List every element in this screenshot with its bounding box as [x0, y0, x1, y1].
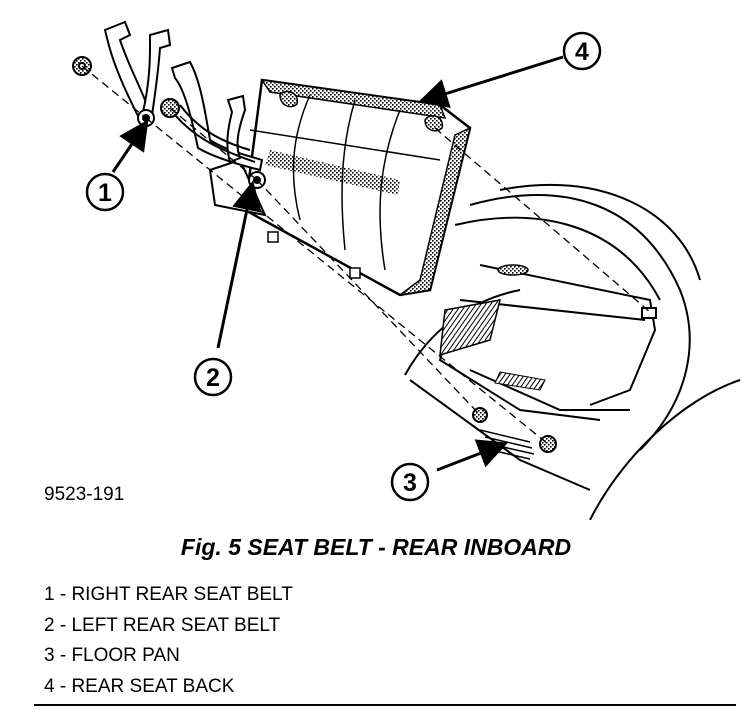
figure-caption: Fig. 5 SEAT BELT - REAR INBOARD — [180, 534, 572, 560]
svg-text:4: 4 — [575, 38, 589, 66]
callout-leaders — [111, 55, 564, 472]
floor-pan-marks — [479, 429, 535, 460]
bottom-rule — [34, 704, 736, 706]
legend-list: 1 - RIGHT REAR SEAT BELT 2 - LEFT REAR S… — [44, 580, 293, 702]
svg-text:1: 1 — [98, 179, 112, 207]
svg-text:2: 2 — [206, 364, 220, 392]
legend-item: 2 - LEFT REAR SEAT BELT — [44, 614, 281, 636]
vehicle-body — [404, 183, 741, 520]
callout-3: 3 — [390, 462, 430, 502]
callout-4: 4 — [562, 31, 602, 71]
rear-seat-back — [208, 78, 472, 297]
seat-belt-illustration: 1 2 3 4 — [72, 20, 741, 520]
svg-text:3: 3 — [403, 469, 417, 497]
floor-pan-opening — [497, 264, 529, 276]
legend-item: 1 - RIGHT REAR SEAT BELT — [44, 584, 293, 605]
callout-2: 2 — [193, 357, 233, 397]
floor-pan-shadow — [494, 371, 546, 391]
callout-1: 1 — [85, 172, 125, 212]
figure-code: 9523-191 — [44, 484, 125, 505]
alignment-lines — [81, 65, 651, 445]
floor-pan-panel — [439, 299, 502, 357]
legend-item: 3 - FLOOR PAN — [44, 645, 180, 666]
legend-item: 4 - REAR SEAT BACK — [44, 675, 235, 697]
